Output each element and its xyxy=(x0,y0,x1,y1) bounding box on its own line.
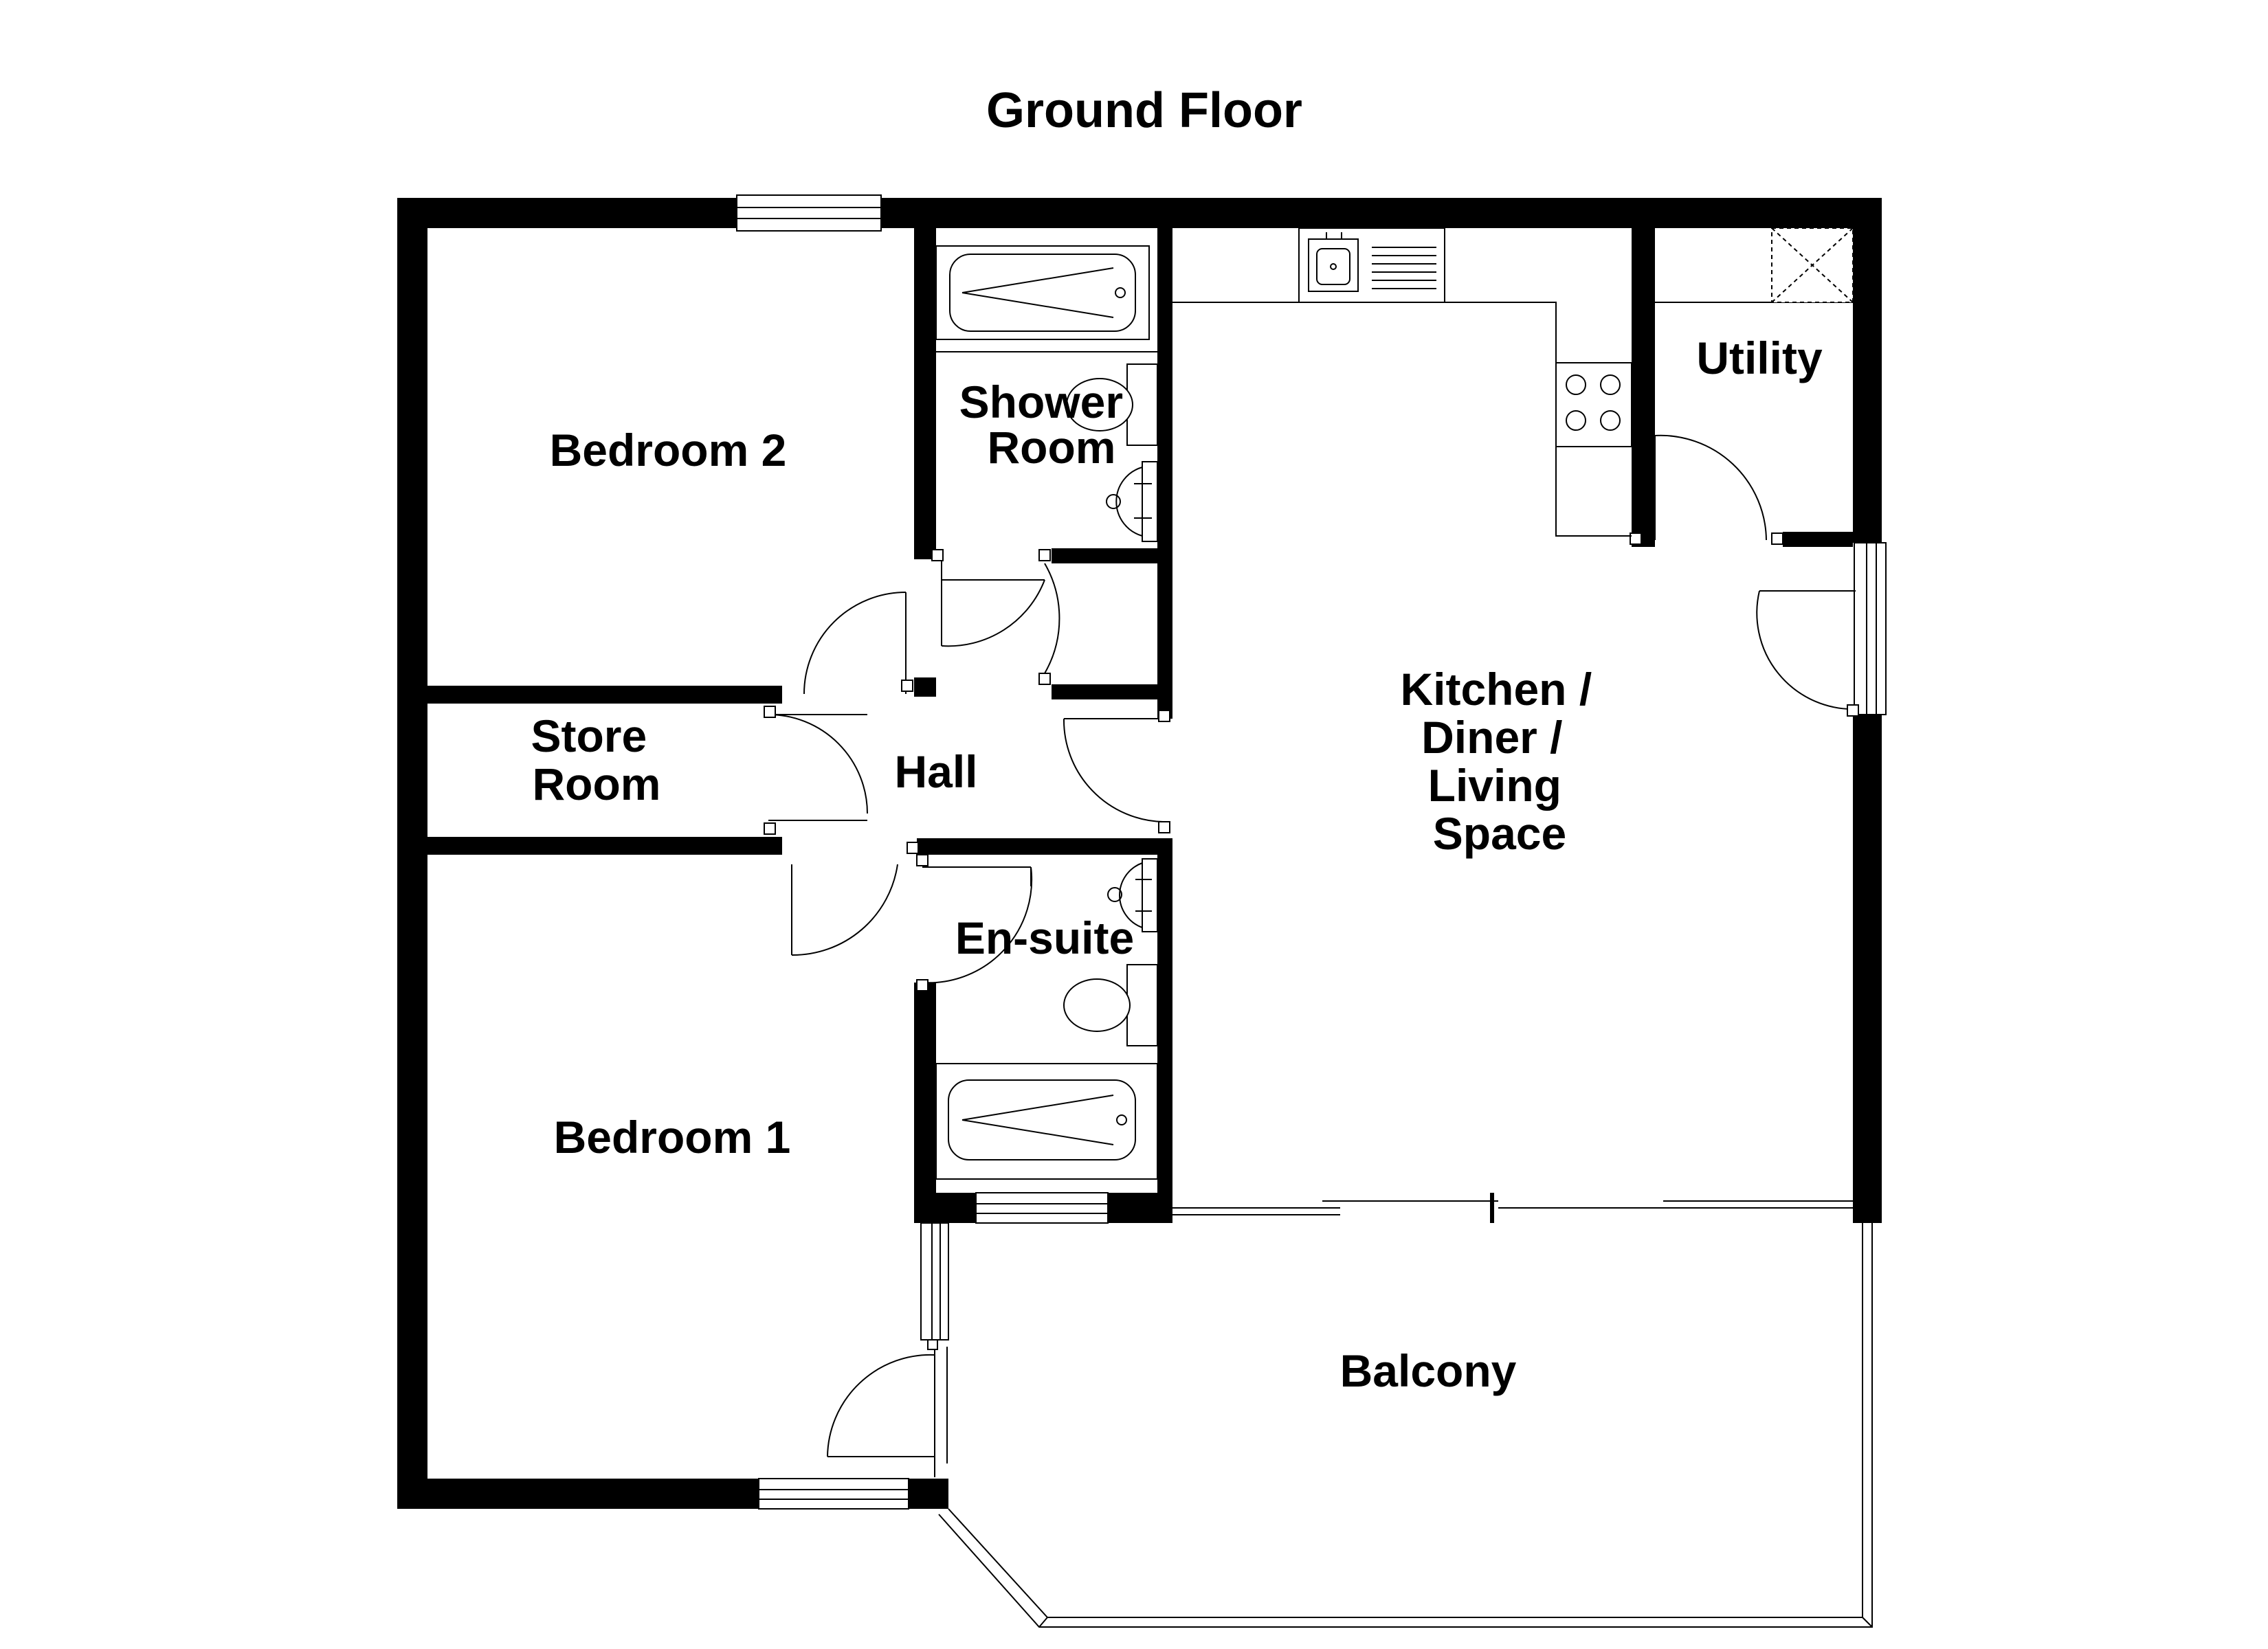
bath-ensuite-icon xyxy=(935,1063,1158,1180)
room-label-balcony: Balcony xyxy=(1340,1345,1517,1396)
room-label-store-room: Store Room xyxy=(531,710,660,809)
toilet-ensuite-icon xyxy=(1063,964,1158,1046)
fixtures xyxy=(935,227,1854,1180)
door-wc-cupboard xyxy=(1038,563,1060,685)
window-bedroom2 xyxy=(736,194,882,232)
hob-icon xyxy=(1555,362,1632,447)
door-bedroom1-balcony xyxy=(827,1339,948,1477)
interior-walls xyxy=(427,228,1853,1223)
window-ensuite xyxy=(975,1192,1109,1224)
exterior-walls xyxy=(397,198,1882,1509)
room-label-utility: Utility xyxy=(1696,333,1823,383)
door-kitchen-side xyxy=(1756,590,1859,717)
door-store-room xyxy=(764,706,868,835)
plan-title: Ground Floor xyxy=(986,83,1302,138)
bath-shower-room-icon xyxy=(935,245,1150,340)
doors xyxy=(764,434,1859,1477)
sink-icon xyxy=(1308,232,1436,292)
room-label-shower-room: Shower Room xyxy=(959,377,1136,473)
boiler-icon xyxy=(1771,227,1854,303)
window-kitchen-side xyxy=(1854,542,1887,715)
room-label-bedroom-2: Bedroom 2 xyxy=(550,425,787,475)
door-shower-room xyxy=(931,549,1051,647)
balcony-outline xyxy=(938,1223,1873,1628)
room-label-ensuite: En-suite xyxy=(955,912,1134,963)
room-label-kitchen: Kitchen / Diner / Living Space xyxy=(1400,664,1604,859)
room-labels: Bedroom 2 Shower Room Utility Kitchen / … xyxy=(531,333,1822,1396)
door-utility xyxy=(1630,434,1783,545)
door-ensuite xyxy=(916,854,1033,991)
door-kitchen xyxy=(1063,710,1170,833)
windows xyxy=(736,194,1887,1510)
window-bedroom1-side xyxy=(920,1222,949,1340)
door-bedroom1 xyxy=(791,842,919,956)
basin-shower-room-icon xyxy=(1106,461,1158,542)
door-bedroom2 xyxy=(803,592,913,695)
sliding-doors-balcony xyxy=(1172,1193,1853,1223)
room-label-hall: Hall xyxy=(894,746,977,797)
window-bedroom1-bottom xyxy=(758,1478,909,1510)
room-label-bedroom-1: Bedroom 1 xyxy=(554,1112,791,1163)
basin-ensuite-icon xyxy=(1107,858,1158,932)
toilet-shower-room-icon xyxy=(1066,363,1158,446)
